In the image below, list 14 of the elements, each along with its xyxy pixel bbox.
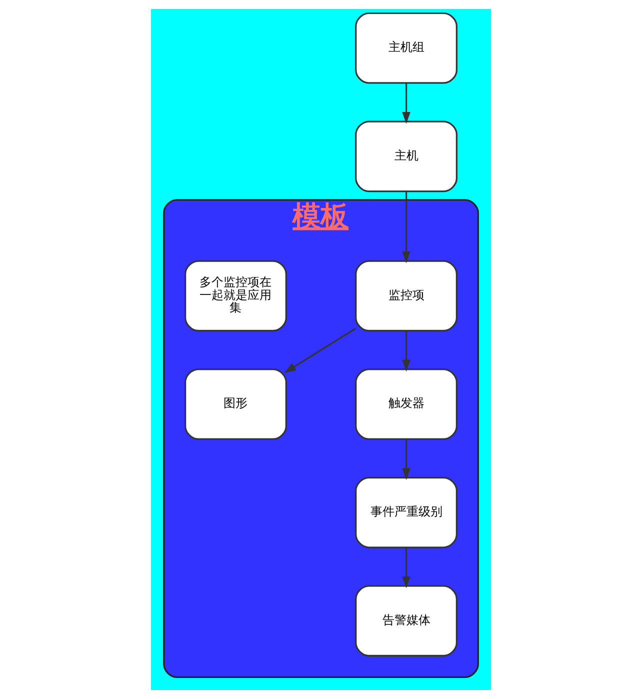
node-box: 图形: [184, 368, 286, 440]
arrow: [402, 330, 410, 372]
node-box: 事件严重级别: [354, 476, 457, 548]
arrow: [402, 191, 410, 264]
arrow: [402, 548, 410, 588]
node-box: 多个监控项在一起就是应用集: [184, 260, 286, 332]
node-box: 主机组: [354, 12, 457, 84]
node-box: 告警媒体: [354, 585, 457, 657]
arrow: [284, 328, 356, 373]
arrow: [402, 83, 410, 124]
node-box: 触发器: [354, 368, 457, 440]
node-box: 主机: [354, 120, 457, 192]
node-box: 监控项: [354, 260, 457, 332]
arrow: [402, 439, 410, 480]
